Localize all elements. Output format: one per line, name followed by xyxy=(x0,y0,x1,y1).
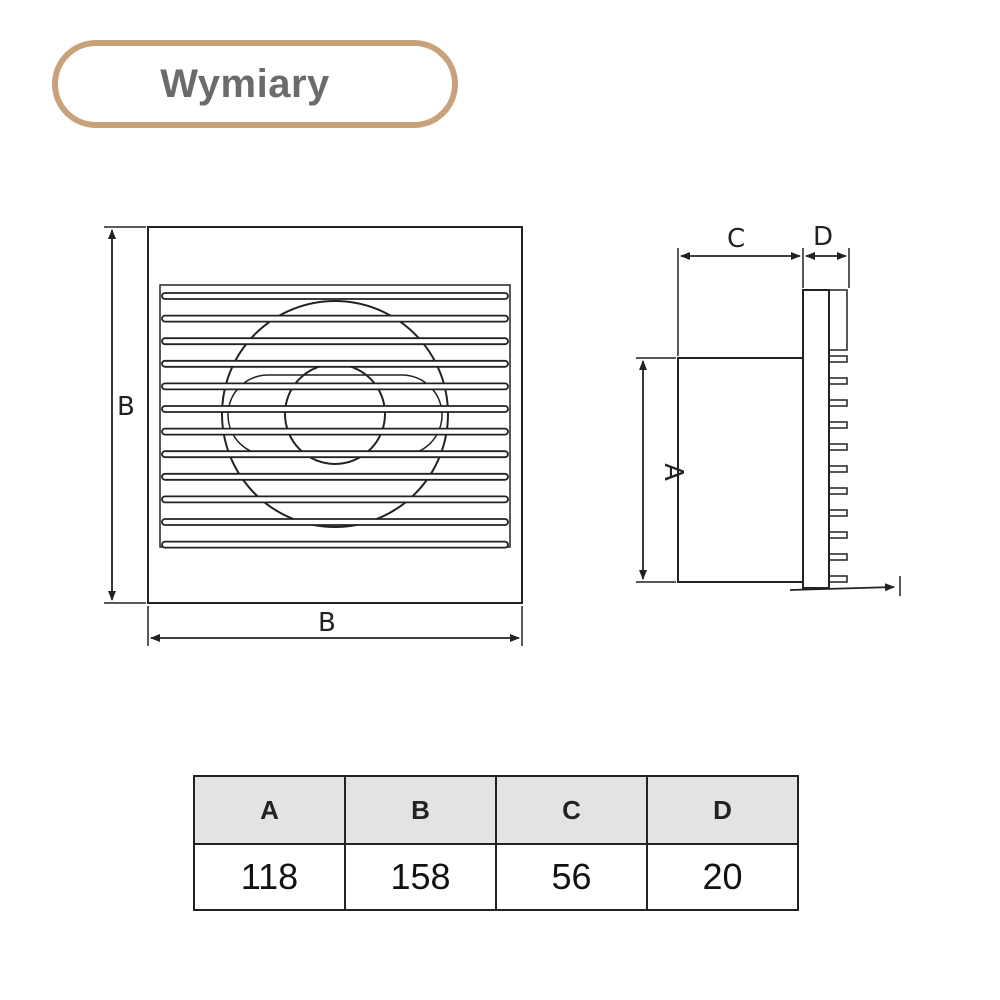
grille-slat xyxy=(161,314,509,323)
front-height-dimension: B xyxy=(104,226,146,604)
grille-slats xyxy=(161,292,509,549)
grille-slat xyxy=(161,382,509,391)
grille-slat xyxy=(161,292,509,300)
side-view xyxy=(677,289,848,589)
title-badge: Wymiary xyxy=(52,40,458,128)
side-fin xyxy=(829,443,848,451)
side-fin xyxy=(829,487,848,495)
grille-slat xyxy=(161,337,509,346)
page-title: Wymiary xyxy=(160,61,330,106)
value-cell-a: 118 xyxy=(193,843,346,911)
side-fins xyxy=(829,355,848,583)
grille-slat xyxy=(161,540,509,549)
side-bottom-extension xyxy=(789,576,901,596)
side-fin xyxy=(829,531,848,539)
front-plate xyxy=(802,289,830,589)
front-width-dimension: B xyxy=(147,606,523,646)
side-height-label: A xyxy=(658,463,688,481)
fan-outer-circle xyxy=(221,300,449,528)
depth-grille-label: D xyxy=(813,222,833,252)
hub-circle xyxy=(284,363,386,465)
side-height-dimension: A xyxy=(636,357,688,583)
side-fin xyxy=(829,465,848,473)
side-fin xyxy=(829,575,848,583)
dimensions-table: A B C D 118 158 56 20 xyxy=(193,775,799,911)
table-header-row: A B C D xyxy=(193,775,799,845)
side-fin xyxy=(829,399,848,407)
grille-slat xyxy=(161,450,509,459)
motor-body xyxy=(677,357,804,583)
grille-slat xyxy=(161,359,509,368)
side-fin xyxy=(829,553,848,561)
side-fin xyxy=(829,377,848,385)
depth-body-label: C xyxy=(727,224,745,254)
side-depth-dimension: C D xyxy=(677,222,850,356)
header-cell-b: B xyxy=(344,775,497,845)
grille-slat xyxy=(161,472,509,481)
table-row: 118 158 56 20 xyxy=(193,843,799,911)
front-view xyxy=(147,226,523,604)
value-cell-c: 56 xyxy=(495,843,648,911)
grille-slat xyxy=(161,405,509,413)
grille-slat xyxy=(161,518,509,526)
grille-slat xyxy=(161,495,509,504)
grille-slat xyxy=(161,427,509,436)
header-cell-d: D xyxy=(646,775,799,845)
header-cell-c: C xyxy=(495,775,648,845)
front-height-label: B xyxy=(117,392,135,422)
value-cell-d: 20 xyxy=(646,843,799,911)
grille-frame xyxy=(828,289,848,351)
value-cell-b: 158 xyxy=(344,843,497,911)
side-fin xyxy=(829,509,848,517)
side-fin xyxy=(829,421,848,429)
grille-area xyxy=(159,284,511,548)
header-cell-a: A xyxy=(193,775,346,845)
front-frame xyxy=(147,226,523,604)
side-fin xyxy=(829,355,848,363)
front-width-label: B xyxy=(318,608,336,638)
